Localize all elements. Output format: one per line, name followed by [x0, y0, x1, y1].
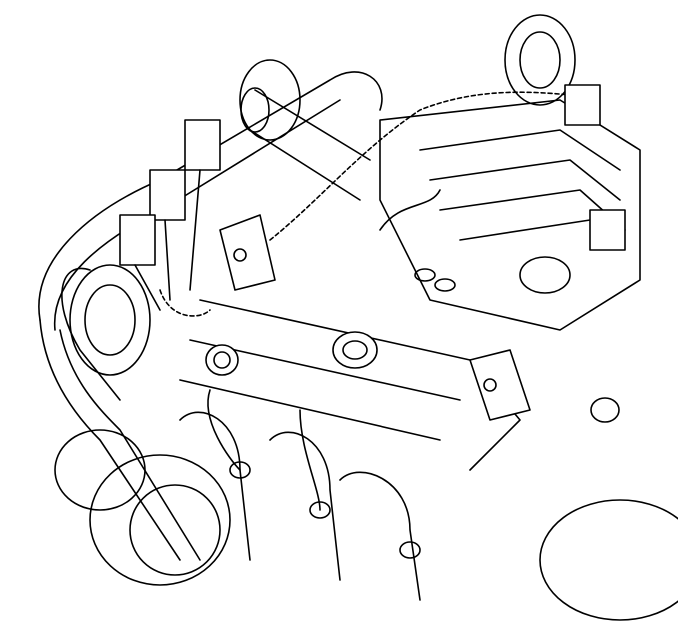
- intake-tube: [240, 87, 371, 201]
- sensors: [414, 84, 626, 423]
- ignition-coils: [119, 119, 221, 311]
- wiring-harness: [159, 91, 571, 317]
- pulleys: [54, 14, 678, 621]
- exhaust-manifold: [179, 389, 421, 601]
- caps: [205, 331, 378, 376]
- brackets: [219, 214, 531, 421]
